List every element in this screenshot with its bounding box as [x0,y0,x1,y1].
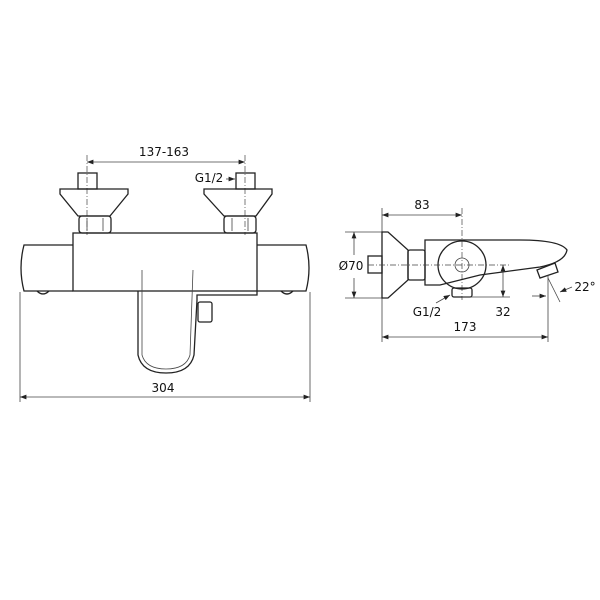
left-handle [20,244,73,292]
dim-thread-label: G1/2 [194,171,224,185]
spout-side [424,239,568,286]
dim-outlet-thread-label: G1/2 [412,305,442,319]
front-view [19,155,311,402]
side-outlet [197,301,213,323]
left-connector [59,172,129,234]
dim-total-depth-label: 173 [453,320,477,334]
side-view [345,208,573,342]
dim-angle-label: 22° [574,280,596,294]
right-handle [257,244,310,292]
dim-width-label: 304 [151,381,175,395]
mixer-body [72,232,258,292]
dim-spacing-label: 137-163 [138,145,190,159]
dim-diameter-label: Ø70 [338,259,364,273]
dim-depth-label: 83 [414,198,430,212]
dim-outlet-height-label: 32 [495,305,511,319]
spout-outlet [536,262,559,279]
spout [137,291,258,374]
